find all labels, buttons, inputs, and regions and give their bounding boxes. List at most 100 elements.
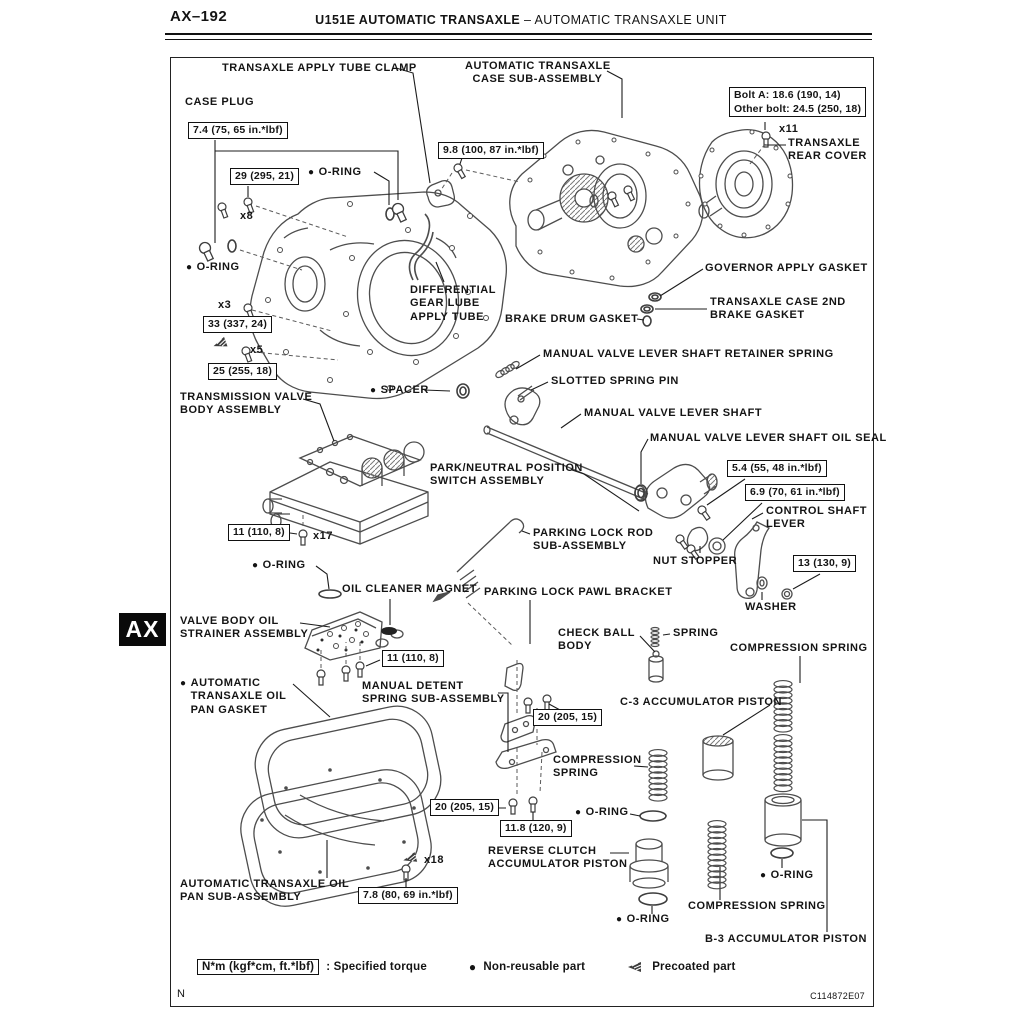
legend-row: N*m (kgf*cm, ft.*lbf) : Specified torque… — [197, 959, 736, 975]
label-valve-body-oil-strainer-assembly-text: VALVE BODY OIL STRAINER ASSEMBLY — [180, 615, 309, 641]
torque-box-rear-cover-bolts: Bolt A: 18.6 (190, 14) Other bolt: 24.5 … — [729, 87, 867, 118]
label-x8-text: x8 — [240, 210, 254, 222]
torque-box-case-plug: 7.4 (75, 65 in.*lbf) — [188, 122, 288, 139]
torque-box-13: 13 (130, 9) — [793, 555, 856, 572]
label-parking-lock-rod-sub-assembly: PARKING LOCK ROD SUB-ASSEMBLY — [533, 527, 653, 554]
torque-box-9-8: 9.8 (100, 87 in.*lbf) — [438, 142, 544, 159]
label-check-ball-body: CHECK BALL BODY — [558, 627, 635, 654]
label-c3-accumulator-piston: C-3 ACCUMULATOR PISTON — [620, 696, 782, 709]
label-transaxle-rear-cover: TRANSAXLE REAR COVER — [788, 137, 867, 164]
figure-code: C114872E07 — [810, 991, 865, 1001]
label-manual-valve-lever-shaft-oil-seal: MANUAL VALVE LEVER SHAFT OIL SEAL — [650, 432, 887, 445]
label-washer-text: WASHER — [745, 601, 797, 613]
label-brake-drum-gasket-text: BRAKE DRUM GASKET — [505, 313, 639, 325]
label-x3-text: x3 — [218, 299, 232, 311]
page-title: U151E AUTOMATIC TRANSAXLE – AUTOMATIC TR… — [170, 13, 872, 27]
torque-box-11-a: 11 (110, 8) — [228, 524, 290, 541]
label-x17: x17 — [313, 530, 333, 543]
label-compression-spring-2: COMPRESSION SPRING — [553, 754, 642, 781]
torque-box-20-b: 20 (205, 15) — [430, 799, 500, 816]
oil-pan-gasket-drawing — [249, 699, 448, 844]
leader-lines — [215, 68, 827, 932]
footer-marker: N — [177, 988, 185, 1000]
label-brake-drum-gasket: BRAKE DRUM GASKET — [505, 313, 638, 326]
torque-box-11-b-text: 11 (110, 8) — [387, 652, 439, 664]
label-slotted-spring-pin: SLOTTED SPRING PIN — [551, 375, 679, 388]
torque-unit-box: N*m (kgf*cm, ft.*lbf) — [197, 959, 320, 975]
fasteners — [197, 131, 771, 881]
label-spring: SPRING — [673, 627, 718, 640]
torque-box-rear-cover-bolts-text: Bolt A: 18.6 (190, 14) Other bolt: 24.5 … — [734, 89, 862, 115]
differential-gear-lube-apply-tube-drawing — [409, 214, 433, 280]
manual-valve-lever-drawing — [484, 386, 648, 500]
label-parking-lock-pawl-bracket: PARKING LOCK PAWL BRACKET — [484, 586, 673, 599]
retainer-spring-drawing — [495, 360, 521, 379]
rear-cover-drawing — [699, 130, 793, 238]
label-automatic-transaxle-oil-pan-sub-assembly-text: AUTOMATIC TRANSAXLE OIL PAN SUB-ASSEMBLY — [180, 878, 350, 904]
label-o-ring-2: ●O-RING — [186, 261, 240, 274]
torque-box-6-9: 6.9 (70, 61 in.*lbf) — [745, 484, 845, 501]
label-automatic-transaxle-oil-pan-sub-assembly: AUTOMATIC TRANSAXLE OIL PAN SUB-ASSEMBLY — [180, 878, 349, 905]
label-automatic-transaxle-oil-pan-gasket: ●AUTOMATIC TRANSAXLE OIL PAN GASKET — [180, 677, 286, 717]
label-o-ring-4: ●O-RING — [575, 806, 629, 819]
control-shaft-lever-drawing — [735, 522, 792, 599]
transaxle-case-assembly-drawing — [510, 130, 703, 286]
label-x17-text: x17 — [313, 530, 334, 542]
label-governor-apply-gasket: GOVERNOR APPLY GASKET — [705, 262, 868, 275]
label-washer: WASHER — [745, 601, 797, 614]
label-differential-gear-lube-apply-tube: DIFFERENTIAL GEAR LUBE APPLY TUBE — [410, 284, 496, 324]
label-nut-stopper: NUT STOPPER — [653, 555, 737, 568]
non-reusable-dot-icon: ● — [370, 385, 377, 396]
non-reusable-dot-icon: ● — [308, 167, 315, 178]
label-transaxle-case-2nd-brake-gasket: TRANSAXLE CASE 2ND BRAKE GASKET — [710, 296, 846, 323]
label-transaxle-rear-cover-text: TRANSAXLE REAR COVER — [788, 137, 867, 163]
torque-box-20-a: 20 (205, 15) — [533, 709, 603, 726]
label-transaxle-apply-tube-clamp: TRANSAXLE APPLY TUBE CLAMP — [222, 62, 417, 75]
label-x5: x5 — [250, 344, 263, 357]
page-title-section: U151E AUTOMATIC TRANSAXLE — [315, 13, 521, 27]
torque-box-29-text: 29 (295, 21) — [235, 170, 295, 182]
label-control-shaft-lever: CONTROL SHAFT LEVER — [766, 505, 867, 532]
label-manual-valve-lever-shaft-retainer-spring-text: MANUAL VALVE LEVER SHAFT RETAINER SPRING — [543, 348, 834, 360]
label-o-ring-3-text: O-RING — [262, 559, 306, 571]
diagram-border — [170, 57, 874, 1007]
torque-box-25: 25 (255, 18) — [208, 363, 278, 380]
label-manual-valve-lever-shaft-text: MANUAL VALVE LEVER SHAFT — [584, 407, 763, 419]
label-case-plug-text: CASE PLUG — [185, 96, 255, 108]
torque-box-11-a-text: 11 (110, 8) — [233, 526, 285, 538]
non-reusable-part-label: Non-reusable part — [483, 961, 586, 973]
label-automatic-transaxle-case-sub-assembly-text: AUTOMATIC TRANSAXLE CASE SUB-ASSEMBLY — [465, 60, 611, 86]
label-spacer-text: SPACER — [380, 384, 429, 396]
label-b3-accumulator-piston: B-3 ACCUMULATOR PISTON — [705, 933, 867, 946]
label-reverse-clutch-accumulator-piston: REVERSE CLUTCH ACCUMULATOR PISTON — [488, 845, 627, 872]
label-b3-accumulator-piston-text: B-3 ACCUMULATOR PISTON — [705, 933, 868, 945]
label-oil-cleaner-magnet: OIL CLEANER MAGNET — [342, 583, 477, 596]
label-check-ball-body-text: CHECK BALL BODY — [558, 627, 635, 653]
label-x11-text: x11 — [779, 123, 799, 135]
label-spacer: ●SPACER — [370, 384, 429, 397]
precoated-part-label: Precoated part — [652, 961, 736, 973]
precoated-part-icon — [628, 962, 645, 972]
torque-box-29: 29 (295, 21) — [230, 168, 300, 185]
label-parking-lock-rod-sub-assembly-text: PARKING LOCK ROD SUB-ASSEMBLY — [533, 527, 654, 553]
nut-stopper-drawing — [687, 527, 725, 554]
torque-box-13-text: 13 (130, 9) — [798, 557, 851, 569]
torque-box-9-8-text: 9.8 (100, 87 in.*lbf) — [443, 144, 539, 156]
label-park-neutral-position-switch-assembly: PARK/NEUTRAL POSITION SWITCH ASSEMBLY — [430, 462, 583, 489]
label-manual-valve-lever-shaft-oil-seal-text: MANUAL VALVE LEVER SHAFT OIL SEAL — [650, 432, 887, 444]
label-o-ring-4-text: O-RING — [585, 806, 629, 818]
non-reusable-dot-icon: ● — [468, 960, 477, 974]
c3-accumulator-piston-drawing — [703, 736, 733, 780]
label-differential-gear-lube-apply-tube-text: DIFFERENTIAL GEAR LUBE APPLY TUBE — [410, 284, 497, 323]
label-o-ring-6-text: O-RING — [626, 913, 670, 925]
label-o-ring-5-text: O-RING — [770, 869, 814, 881]
parking-lock-rod-drawing — [434, 519, 524, 601]
torque-box-11-b: 11 (110, 8) — [382, 650, 444, 667]
torque-box-case-plug-text: 7.4 (75, 65 in.*lbf) — [193, 124, 283, 136]
oil-cleaner-magnet-part — [381, 627, 397, 635]
label-automatic-transaxle-case-sub-assembly: AUTOMATIC TRANSAXLE CASE SUB-ASSEMBLY — [465, 60, 610, 87]
tube-clamp-drawing — [427, 181, 455, 207]
label-o-ring-5: ●O-RING — [760, 869, 814, 882]
torque-box-11-8: 11.8 (120, 9) — [500, 820, 572, 837]
